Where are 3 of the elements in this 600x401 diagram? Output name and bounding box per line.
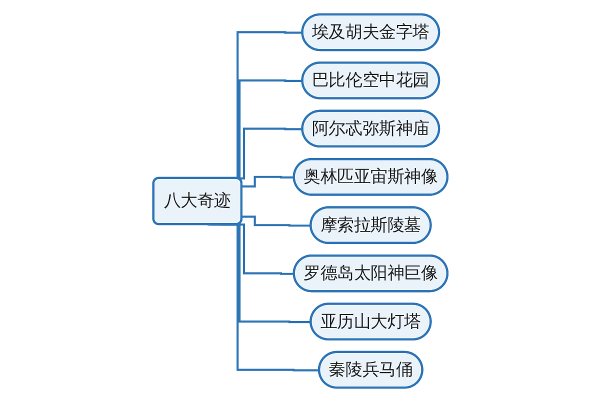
connector <box>242 175 294 187</box>
connector <box>242 215 311 226</box>
connector <box>207 223 320 371</box>
